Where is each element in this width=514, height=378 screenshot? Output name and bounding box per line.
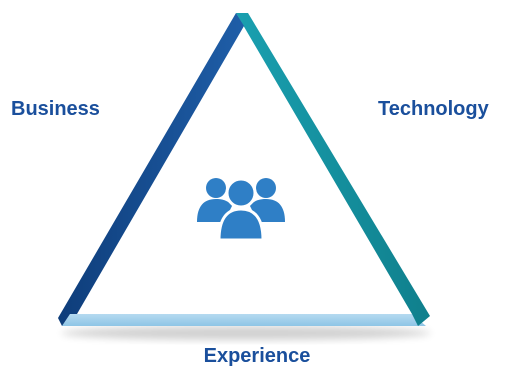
- technology-edge: [236, 13, 430, 326]
- business-label: Business: [11, 98, 100, 120]
- triangle-shadow: [61, 326, 431, 340]
- business-edge: [58, 13, 244, 326]
- experience-edge: [62, 314, 426, 326]
- people-group-icon: [197, 177, 285, 242]
- experience-label: Experience: [203, 345, 311, 367]
- technology-label: Technology: [378, 98, 489, 120]
